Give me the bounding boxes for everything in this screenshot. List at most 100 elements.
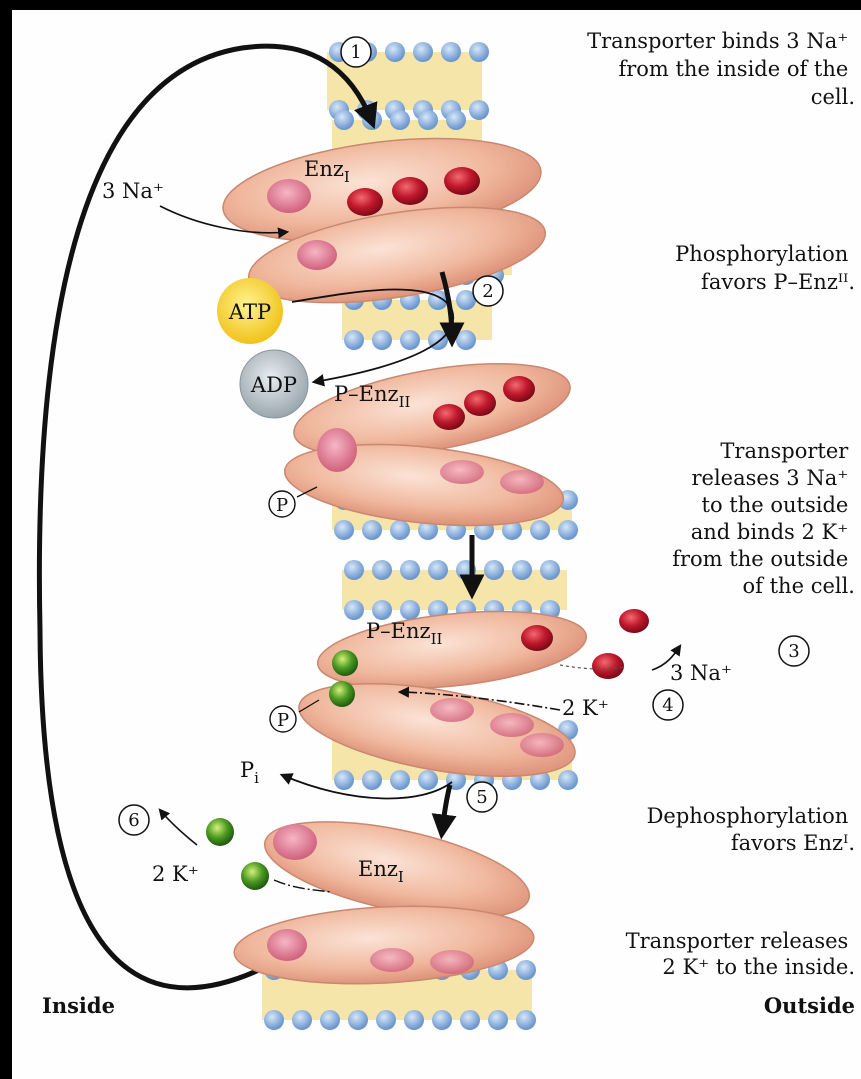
- sodium-ion: [444, 167, 480, 195]
- binding-site: [317, 428, 357, 472]
- lipid-head: [385, 42, 405, 62]
- sodium-potassium-pump-diagram: ATP ADP P P 1 2 3 4 5 6 En: [12, 10, 861, 1079]
- sodium-ion: [464, 390, 496, 416]
- svg-text:2: 2: [482, 281, 493, 302]
- lipid-head: [456, 330, 476, 350]
- lipid-head: [390, 520, 410, 540]
- lipid-head: [400, 560, 420, 580]
- svg-text:5: 5: [476, 787, 487, 808]
- step-marker-4: 4: [653, 690, 683, 720]
- adp-molecule: ADP: [240, 350, 308, 418]
- binding-site: [267, 929, 307, 961]
- lipid-head: [404, 1010, 424, 1030]
- binding-site: [273, 824, 317, 860]
- caption-step-6: Transporter releases 2 K⁺ to the inside.: [626, 929, 855, 979]
- enzyme-state-2: [281, 346, 577, 537]
- potassium-inside-label: 2 K⁺: [152, 862, 199, 886]
- lipid-head: [460, 1010, 480, 1030]
- k-release-arrow: [160, 810, 197, 845]
- phosphate-inorganic-label: Pi: [240, 758, 259, 787]
- lipid-head: [372, 330, 392, 350]
- lipid-head: [418, 110, 438, 130]
- enzyme-state-4: [160, 803, 537, 991]
- sodium-ion: [521, 625, 553, 651]
- lipid-head: [344, 560, 364, 580]
- binding-site: [490, 713, 534, 737]
- binding-site: [267, 179, 311, 213]
- outside-label: Outside: [764, 993, 855, 1018]
- lipid-head: [334, 770, 354, 790]
- lipid-head: [558, 520, 578, 540]
- caption-step-5: Dephosphorylation favors Enzᴵ.: [647, 804, 855, 855]
- diagram-frame: ATP ADP P P 1 2 3 4 5 6 En: [12, 10, 861, 1079]
- binding-site: [500, 470, 544, 494]
- potassium-ion: [332, 650, 358, 676]
- phosphate-tag-label: P: [276, 495, 288, 516]
- lipid-head: [558, 770, 578, 790]
- atp-molecule: ATP: [217, 278, 283, 344]
- sodium-outside-label: 3 Na⁺: [670, 661, 732, 685]
- lipid-head: [334, 520, 354, 540]
- lipid-head: [320, 1010, 340, 1030]
- sodium-ion: [592, 653, 624, 679]
- lipid-head: [372, 600, 392, 620]
- lipid-head: [362, 520, 382, 540]
- lipid-head: [348, 1010, 368, 1030]
- lipid-head: [488, 1010, 508, 1030]
- binding-site: [430, 698, 474, 722]
- lipid-head: [292, 1010, 312, 1030]
- step-marker-6: 6: [119, 805, 149, 835]
- adp-label: ADP: [250, 373, 297, 397]
- step-marker-1: 1: [341, 37, 371, 67]
- atp-label: ATP: [228, 300, 271, 324]
- lipid-head: [512, 560, 532, 580]
- sodium-ion: [347, 188, 383, 216]
- lipid-head: [400, 600, 420, 620]
- lipid-head: [264, 1010, 284, 1030]
- potassium-ion: [241, 862, 269, 890]
- lipid-head: [530, 520, 550, 540]
- potassium-ion: [329, 681, 355, 707]
- binding-site: [370, 948, 414, 972]
- caption-step-3: Transporter releases 3 Na⁺ to the outsid…: [672, 439, 855, 598]
- phosphate-tag-label: P: [277, 710, 289, 731]
- lipid-head: [418, 770, 438, 790]
- potassium-outside-label: 2 K⁺: [562, 696, 609, 720]
- lipid-head: [390, 110, 410, 130]
- binding-site: [440, 460, 484, 484]
- binding-site: [520, 733, 564, 757]
- sodium-ion: [619, 609, 649, 633]
- lipid-head: [516, 1010, 536, 1030]
- lipid-head: [400, 330, 420, 350]
- step-marker-2: 2: [473, 276, 503, 306]
- lipid-head: [441, 42, 461, 62]
- potassium-ion: [206, 818, 234, 846]
- step-marker-5: 5: [467, 782, 497, 812]
- svg-text:3: 3: [788, 641, 799, 662]
- inside-label: Inside: [42, 993, 115, 1018]
- lipid-head: [469, 100, 489, 120]
- lipid-head: [484, 560, 504, 580]
- lipid-head: [540, 560, 560, 580]
- lipid-head: [432, 1010, 452, 1030]
- lipid-head: [413, 42, 433, 62]
- step-marker-3: 3: [779, 636, 809, 666]
- transition-arrow-5: [442, 785, 450, 832]
- svg-text:1: 1: [350, 42, 361, 63]
- binding-site: [297, 240, 337, 270]
- lipid-head: [516, 960, 536, 980]
- lipid-head: [362, 770, 382, 790]
- lipid-head: [344, 600, 364, 620]
- lipid-head: [469, 42, 489, 62]
- binding-site: [430, 950, 474, 974]
- lipid-head: [446, 110, 466, 130]
- svg-text:6: 6: [128, 810, 139, 831]
- sodium-ion: [503, 376, 535, 402]
- lipid-head: [344, 330, 364, 350]
- lipid-head: [372, 560, 392, 580]
- lipid-head: [376, 1010, 396, 1030]
- svg-text:4: 4: [662, 695, 673, 716]
- lipid-head: [428, 560, 448, 580]
- caption-step-1: Transporter binds 3 Na⁺ from the inside …: [587, 29, 855, 109]
- sodium-ion: [433, 404, 465, 430]
